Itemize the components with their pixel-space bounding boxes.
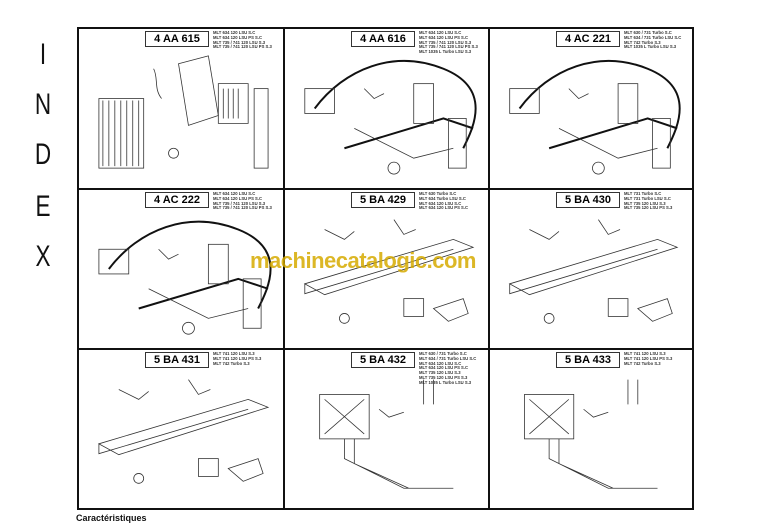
model-item: MLT 634 120 LSU PS S.C — [213, 34, 263, 40]
watermark: machinecatalogic.com — [250, 248, 476, 273]
part-group-code: 5 BA 429 — [351, 192, 415, 208]
model-item: MLT 735 / 741 120 LSU S.3 — [213, 39, 266, 45]
part-group-code: 4 AC 222 — [145, 192, 209, 208]
index-letter: X — [35, 240, 51, 273]
model-item: MLT 735 / 741 120 LSU PS S.3 — [419, 44, 478, 50]
model-item: MLT 634 120 LSU S.C — [419, 30, 462, 35]
part-group-code: 4 AA 616 — [351, 31, 415, 47]
model-item: MLT 735 120 LSU S.3 — [419, 370, 461, 376]
model-item: MLT 634 120 LSU PS S.C — [419, 34, 469, 40]
model-item: MLT 735 120 LSU PS S.3 — [624, 205, 673, 211]
model-item: MLT 735 / 741 120 LSU S.3 — [213, 200, 266, 206]
model-item: MLT 634 120 LSU PS S.C — [419, 205, 469, 211]
model-item: MLT 742 Turbo S.3 — [213, 360, 250, 366]
exploded-parts-diagram — [509, 60, 681, 175]
model-item: MLT 634 120 LSU S.C — [419, 360, 462, 366]
model-item: MLT 634 120 LSU PS S.C — [213, 195, 263, 201]
exploded-parts-diagram — [98, 220, 272, 335]
model-item: MLT 742 Turbo S.3 — [624, 360, 661, 366]
exploded-parts-diagram — [319, 379, 454, 489]
model-item: MLT 634 120 LSU S.C — [213, 30, 256, 35]
model-item: MLT 630 Turbo S.C — [419, 191, 457, 196]
model-item: MLT 741 120 LSU PS S.3 — [213, 355, 262, 361]
model-item: MLT 634 / 731 Turbo LSU S.C — [419, 355, 477, 361]
part-group-code: 5 BA 433 — [556, 352, 620, 368]
model-item: MLT 735 120 LSU PS S.3 — [419, 374, 468, 380]
model-item: MLT 1035 L Turbo LSU S.3 — [419, 379, 472, 385]
model-item: MLT 1035 L Turbo LSU S.3 — [419, 49, 472, 55]
model-item: MLT 634 / 731 Turbo LSU S.C — [624, 34, 682, 40]
model-item: MLT 634 120 LSU S.C — [419, 200, 462, 206]
exploded-parts-diagram — [304, 60, 477, 175]
exploded-parts-diagram — [524, 379, 658, 489]
model-item: MLT 731 Turbo S.C — [624, 191, 662, 196]
model-item: MLT 634 120 LSU S.C — [213, 191, 256, 196]
model-item: MLT 630 / 731 Turbo S.C — [419, 351, 467, 356]
model-item: MLT 1035 L Turbo LSU S.3 — [624, 44, 677, 50]
model-item: MLT 731 Turbo LSU S.C — [624, 195, 671, 201]
model-item: MLT 630 / 731 Turbo S.C — [624, 30, 672, 35]
exploded-parts-diagram — [97, 379, 270, 484]
part-group-code: 4 AA 615 — [145, 31, 209, 47]
exploded-parts-diagram — [98, 55, 269, 169]
model-item: MLT 735 / 741 120 LSU PS S.3 — [213, 205, 272, 211]
model-item: MLT 741 120 LSU S.3 — [213, 351, 255, 356]
index-letter: I — [39, 38, 47, 71]
exploded-parts-diagram — [303, 219, 475, 324]
index-letter: E — [35, 190, 51, 223]
part-group-code: 4 AC 221 — [556, 31, 620, 47]
index-letter: D — [34, 138, 52, 171]
exploded-parts-diagram — [508, 219, 679, 324]
part-group-code: 5 BA 430 — [556, 192, 620, 208]
model-item: MLT 634 Turbo LSU S.C — [419, 195, 466, 201]
model-item: MLT 742 Turbo S.3 — [624, 39, 661, 45]
index-letter: N — [34, 88, 52, 121]
part-group-code: 5 BA 431 — [145, 352, 209, 368]
part-group-code: 5 BA 432 — [351, 352, 415, 368]
model-item: MLT 741 120 LSU PS S.3 — [624, 355, 673, 361]
model-item: MLT 735 / 741 120 LSU PS S.3 — [213, 44, 272, 50]
footer-section-title: Caractéristiques — [76, 513, 147, 523]
model-item: MLT 735 / 741 120 LSU S.3 — [419, 39, 472, 45]
model-item: MLT 741 120 LSU S.3 — [624, 351, 666, 356]
model-item: MLT 735 120 LSU S.3 — [624, 200, 666, 206]
model-item: MLT 634 120 LSU PS S.C — [419, 365, 469, 371]
